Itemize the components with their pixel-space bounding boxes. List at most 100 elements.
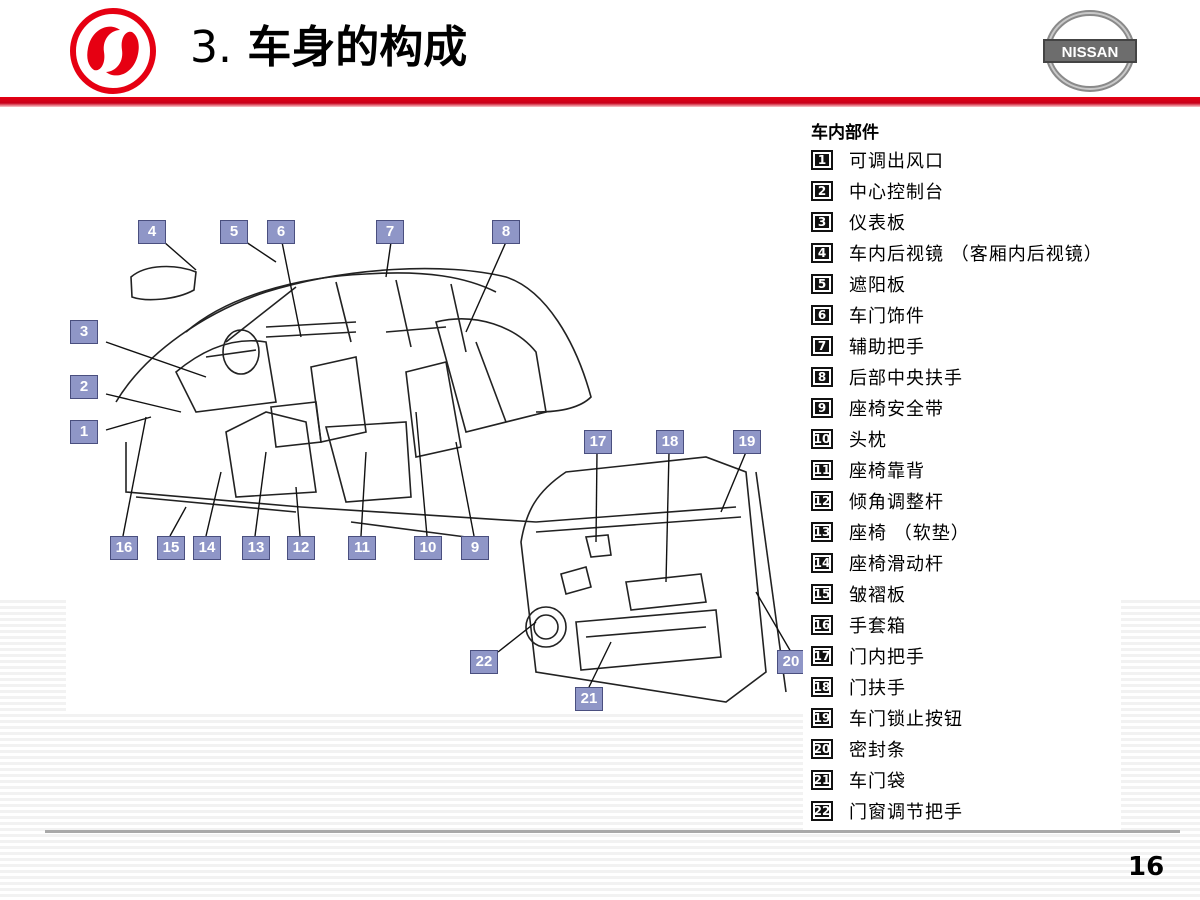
legend-label: 后部中央扶手 <box>849 368 963 389</box>
legend-item: 5 遮阳板 <box>811 272 906 296</box>
legend-label: 车门饰件 <box>849 306 925 327</box>
legend-number: 16 <box>811 615 833 635</box>
callout-9: 9 <box>461 536 489 560</box>
legend-number: 19 <box>811 708 833 728</box>
legend-number: 17 <box>811 646 833 666</box>
legend-item: 10 头枕 <box>811 427 887 451</box>
legend-number: 22 <box>811 801 833 821</box>
legend-item: 17 门内把手 <box>811 644 925 668</box>
legend-item: 19 车门锁止按钮 <box>811 706 963 730</box>
callout-14: 14 <box>193 536 221 560</box>
legend-number: 8 <box>811 367 833 387</box>
legend-label: 车门锁止按钮 <box>849 709 963 730</box>
legend-item: 9 座椅安全带 <box>811 396 944 420</box>
legend-title: 车内部件 <box>811 123 879 143</box>
legend-item: 18 门扶手 <box>811 675 906 699</box>
title-number: 3. <box>190 22 232 73</box>
legend-number: 20 <box>811 739 833 759</box>
legend-number: 11 <box>811 460 833 480</box>
legend-item: 6 车门饰件 <box>811 303 925 327</box>
legend-item: 11 座椅靠背 <box>811 458 925 482</box>
nissan-logo-text: NISSAN <box>1062 44 1119 61</box>
legend-label: 车门袋 <box>849 771 906 792</box>
legend-label: 仪表板 <box>849 213 906 234</box>
legend-item: 15 皱褶板 <box>811 582 906 606</box>
car-interior-diagram: 3 2 1 4 5 6 7 8 16 15 14 13 12 11 10 9 1… <box>66 112 806 712</box>
footer-divider <box>45 830 1180 833</box>
legend-label: 中心控制台 <box>849 182 944 203</box>
legend-label: 车内后视镜 （客厢内后视镜） <box>849 244 1103 265</box>
callout-3: 3 <box>70 320 98 344</box>
legend-item: 12 倾角调整杆 <box>811 489 944 513</box>
callout-18: 18 <box>656 430 684 454</box>
page-title: 3. 车身的构成 <box>190 18 467 78</box>
legend-label: 手套箱 <box>849 616 906 637</box>
callout-7: 7 <box>376 220 404 244</box>
legend-number: 18 <box>811 677 833 697</box>
callout-21: 21 <box>575 687 603 711</box>
callout-10: 10 <box>414 536 442 560</box>
page-number: 16 <box>1128 852 1165 882</box>
legend-number: 5 <box>811 274 833 294</box>
callout-12: 12 <box>287 536 315 560</box>
header-divider <box>0 97 1200 107</box>
legend-number: 15 <box>811 584 833 604</box>
callout-8: 8 <box>492 220 520 244</box>
legend-item: 4 车内后视镜 （客厢内后视镜） <box>811 241 1103 265</box>
legend-label: 座椅 （软垫） <box>849 523 970 544</box>
callout-1: 1 <box>70 420 98 444</box>
legend-number: 3 <box>811 212 833 232</box>
legend-number: 13 <box>811 522 833 542</box>
legend-label: 可调出风口 <box>849 151 944 172</box>
legend-label: 密封条 <box>849 740 906 761</box>
legend-item: 22 门窗调节把手 <box>811 799 963 823</box>
legend-number: 1 <box>811 150 833 170</box>
legend-number: 6 <box>811 305 833 325</box>
legend-number: 21 <box>811 770 833 790</box>
legend-label: 座椅靠背 <box>849 461 925 482</box>
legend-label: 倾角调整杆 <box>849 492 944 513</box>
callout-4: 4 <box>138 220 166 244</box>
parts-legend: 车内部件 1 可调出风口 2 中心控制台 3 仪表板 4 车内后视镜 （客厢内后… <box>803 112 1121 830</box>
legend-label: 门扶手 <box>849 678 906 699</box>
callout-2: 2 <box>70 375 98 399</box>
callout-20: 20 <box>777 650 805 674</box>
legend-item: 16 手套箱 <box>811 613 906 637</box>
callout-15: 15 <box>157 536 185 560</box>
nissan-logo-icon: NISSAN <box>1043 10 1137 92</box>
legend-label: 门窗调节把手 <box>849 802 963 823</box>
legend-item: 7 辅助把手 <box>811 334 925 358</box>
legend-item: 3 仪表板 <box>811 210 906 234</box>
legend-item: 8 后部中央扶手 <box>811 365 963 389</box>
callout-16: 16 <box>110 536 138 560</box>
callout-22: 22 <box>470 650 498 674</box>
legend-item: 13 座椅 （软垫） <box>811 520 970 544</box>
callout-5: 5 <box>220 220 248 244</box>
callout-6: 6 <box>267 220 295 244</box>
legend-number: 2 <box>811 181 833 201</box>
legend-number: 14 <box>811 553 833 573</box>
legend-label: 座椅滑动杆 <box>849 554 944 575</box>
legend-number: 4 <box>811 243 833 263</box>
callout-19: 19 <box>733 430 761 454</box>
callout-13: 13 <box>242 536 270 560</box>
legend-label: 遮阳板 <box>849 275 906 296</box>
legend-item: 2 中心控制台 <box>811 179 944 203</box>
callout-11: 11 <box>348 536 376 560</box>
legend-label: 门内把手 <box>849 647 925 668</box>
callout-17: 17 <box>584 430 612 454</box>
legend-number: 7 <box>811 336 833 356</box>
legend-number: 9 <box>811 398 833 418</box>
legend-item: 21 车门袋 <box>811 768 906 792</box>
diagram-drawing <box>105 241 792 703</box>
legend-number: 12 <box>811 491 833 511</box>
legend-item: 20 密封条 <box>811 737 906 761</box>
legend-label: 辅助把手 <box>849 337 925 358</box>
legend-number: 10 <box>811 429 833 449</box>
title-text: 车身的构成 <box>247 22 468 73</box>
legend-item: 1 可调出风口 <box>811 148 944 172</box>
dongfeng-logo-icon <box>70 8 156 94</box>
legend-label: 座椅安全带 <box>849 399 944 420</box>
legend-item: 14 座椅滑动杆 <box>811 551 944 575</box>
legend-label: 皱褶板 <box>849 585 906 606</box>
